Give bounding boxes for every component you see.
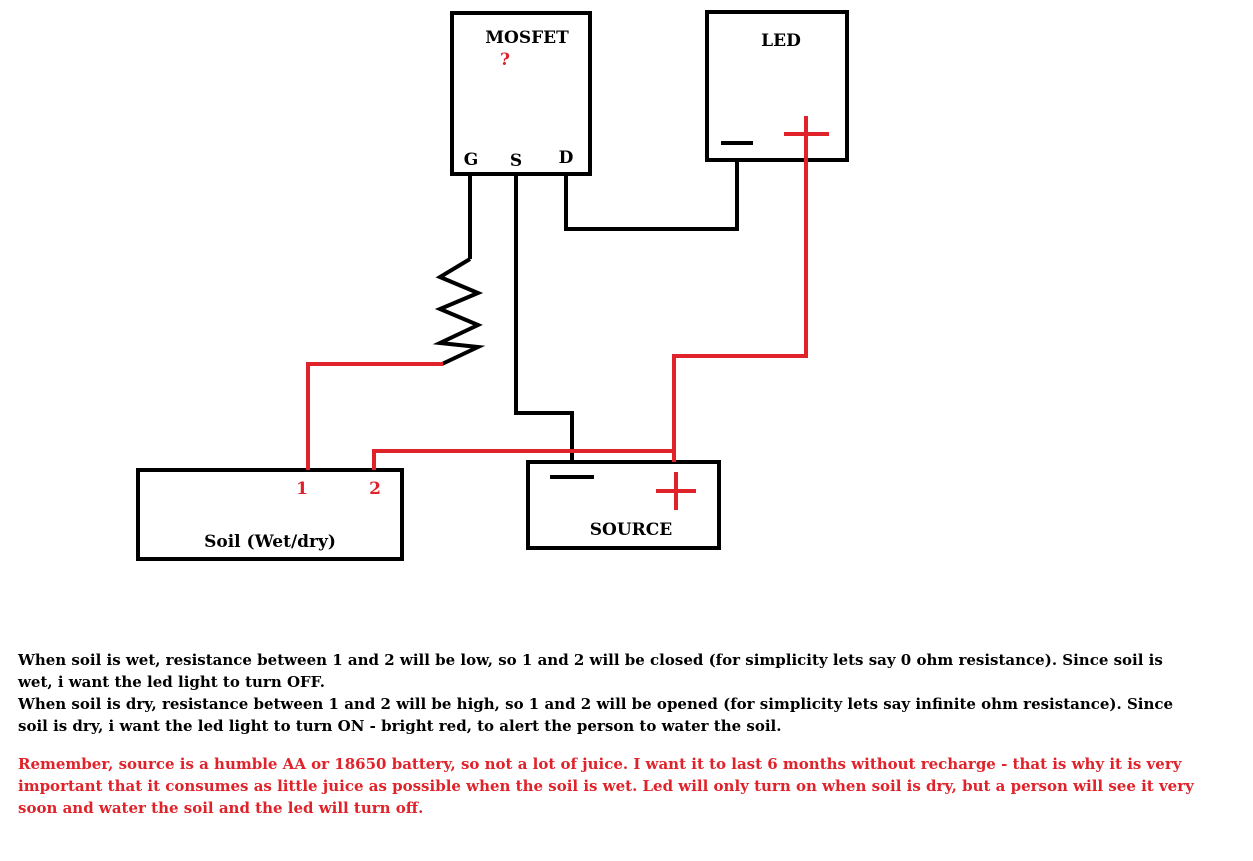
soil-label: Soil (Wet/dry) — [204, 532, 336, 552]
mosfet-gate-pin-label: G — [464, 150, 479, 170]
mosfet-label: MOSFET — [485, 28, 569, 48]
zigzag-resistor-icon — [432, 257, 486, 366]
soil-pin-2-label: 2 — [369, 479, 381, 499]
led-plus-sign-icon — [784, 116, 829, 154]
source-plus-sign-icon — [656, 472, 696, 510]
mosfet-component: MOSFET ? G S D — [450, 11, 592, 176]
mosfet-source-pin-label: S — [510, 151, 522, 171]
dry-soil-note: When soil is dry, resistance between 1 a… — [18, 695, 1174, 735]
circuit-diagram: MOSFET ? G S D LED 1 2 Soil (Wet/dry) SO… — [136, 10, 849, 561]
mosfet-source-to-battery-minus-wire — [514, 174, 574, 462]
led-box — [705, 10, 849, 162]
soil-sensor-component: 1 2 Soil (Wet/dry) — [136, 468, 404, 561]
source-battery-component: SOURCE — [526, 460, 721, 550]
battery-note: Remember, source is a humble AA or 18650… — [18, 755, 1194, 817]
led-component: LED — [705, 10, 849, 162]
source-label: SOURCE — [590, 520, 673, 540]
mosfet-question-mark: ? — [500, 50, 510, 70]
soil-pin-1-label: 1 — [296, 479, 308, 499]
soil-box — [136, 468, 404, 561]
battery-plus-to-led-plus-wire — [672, 154, 808, 462]
drain-to-led-minus-wire — [564, 160, 739, 231]
wet-soil-note: When soil is wet, resistance between 1 a… — [18, 651, 1163, 691]
mosfet-box — [450, 11, 592, 176]
mosfet-drain-pin-label: D — [559, 148, 574, 168]
led-label: LED — [761, 31, 801, 51]
soil-pin2-to-battery-plus-wire — [372, 449, 674, 470]
source-box — [526, 460, 721, 550]
resistor-to-soil-pin1-wire — [306, 362, 443, 470]
